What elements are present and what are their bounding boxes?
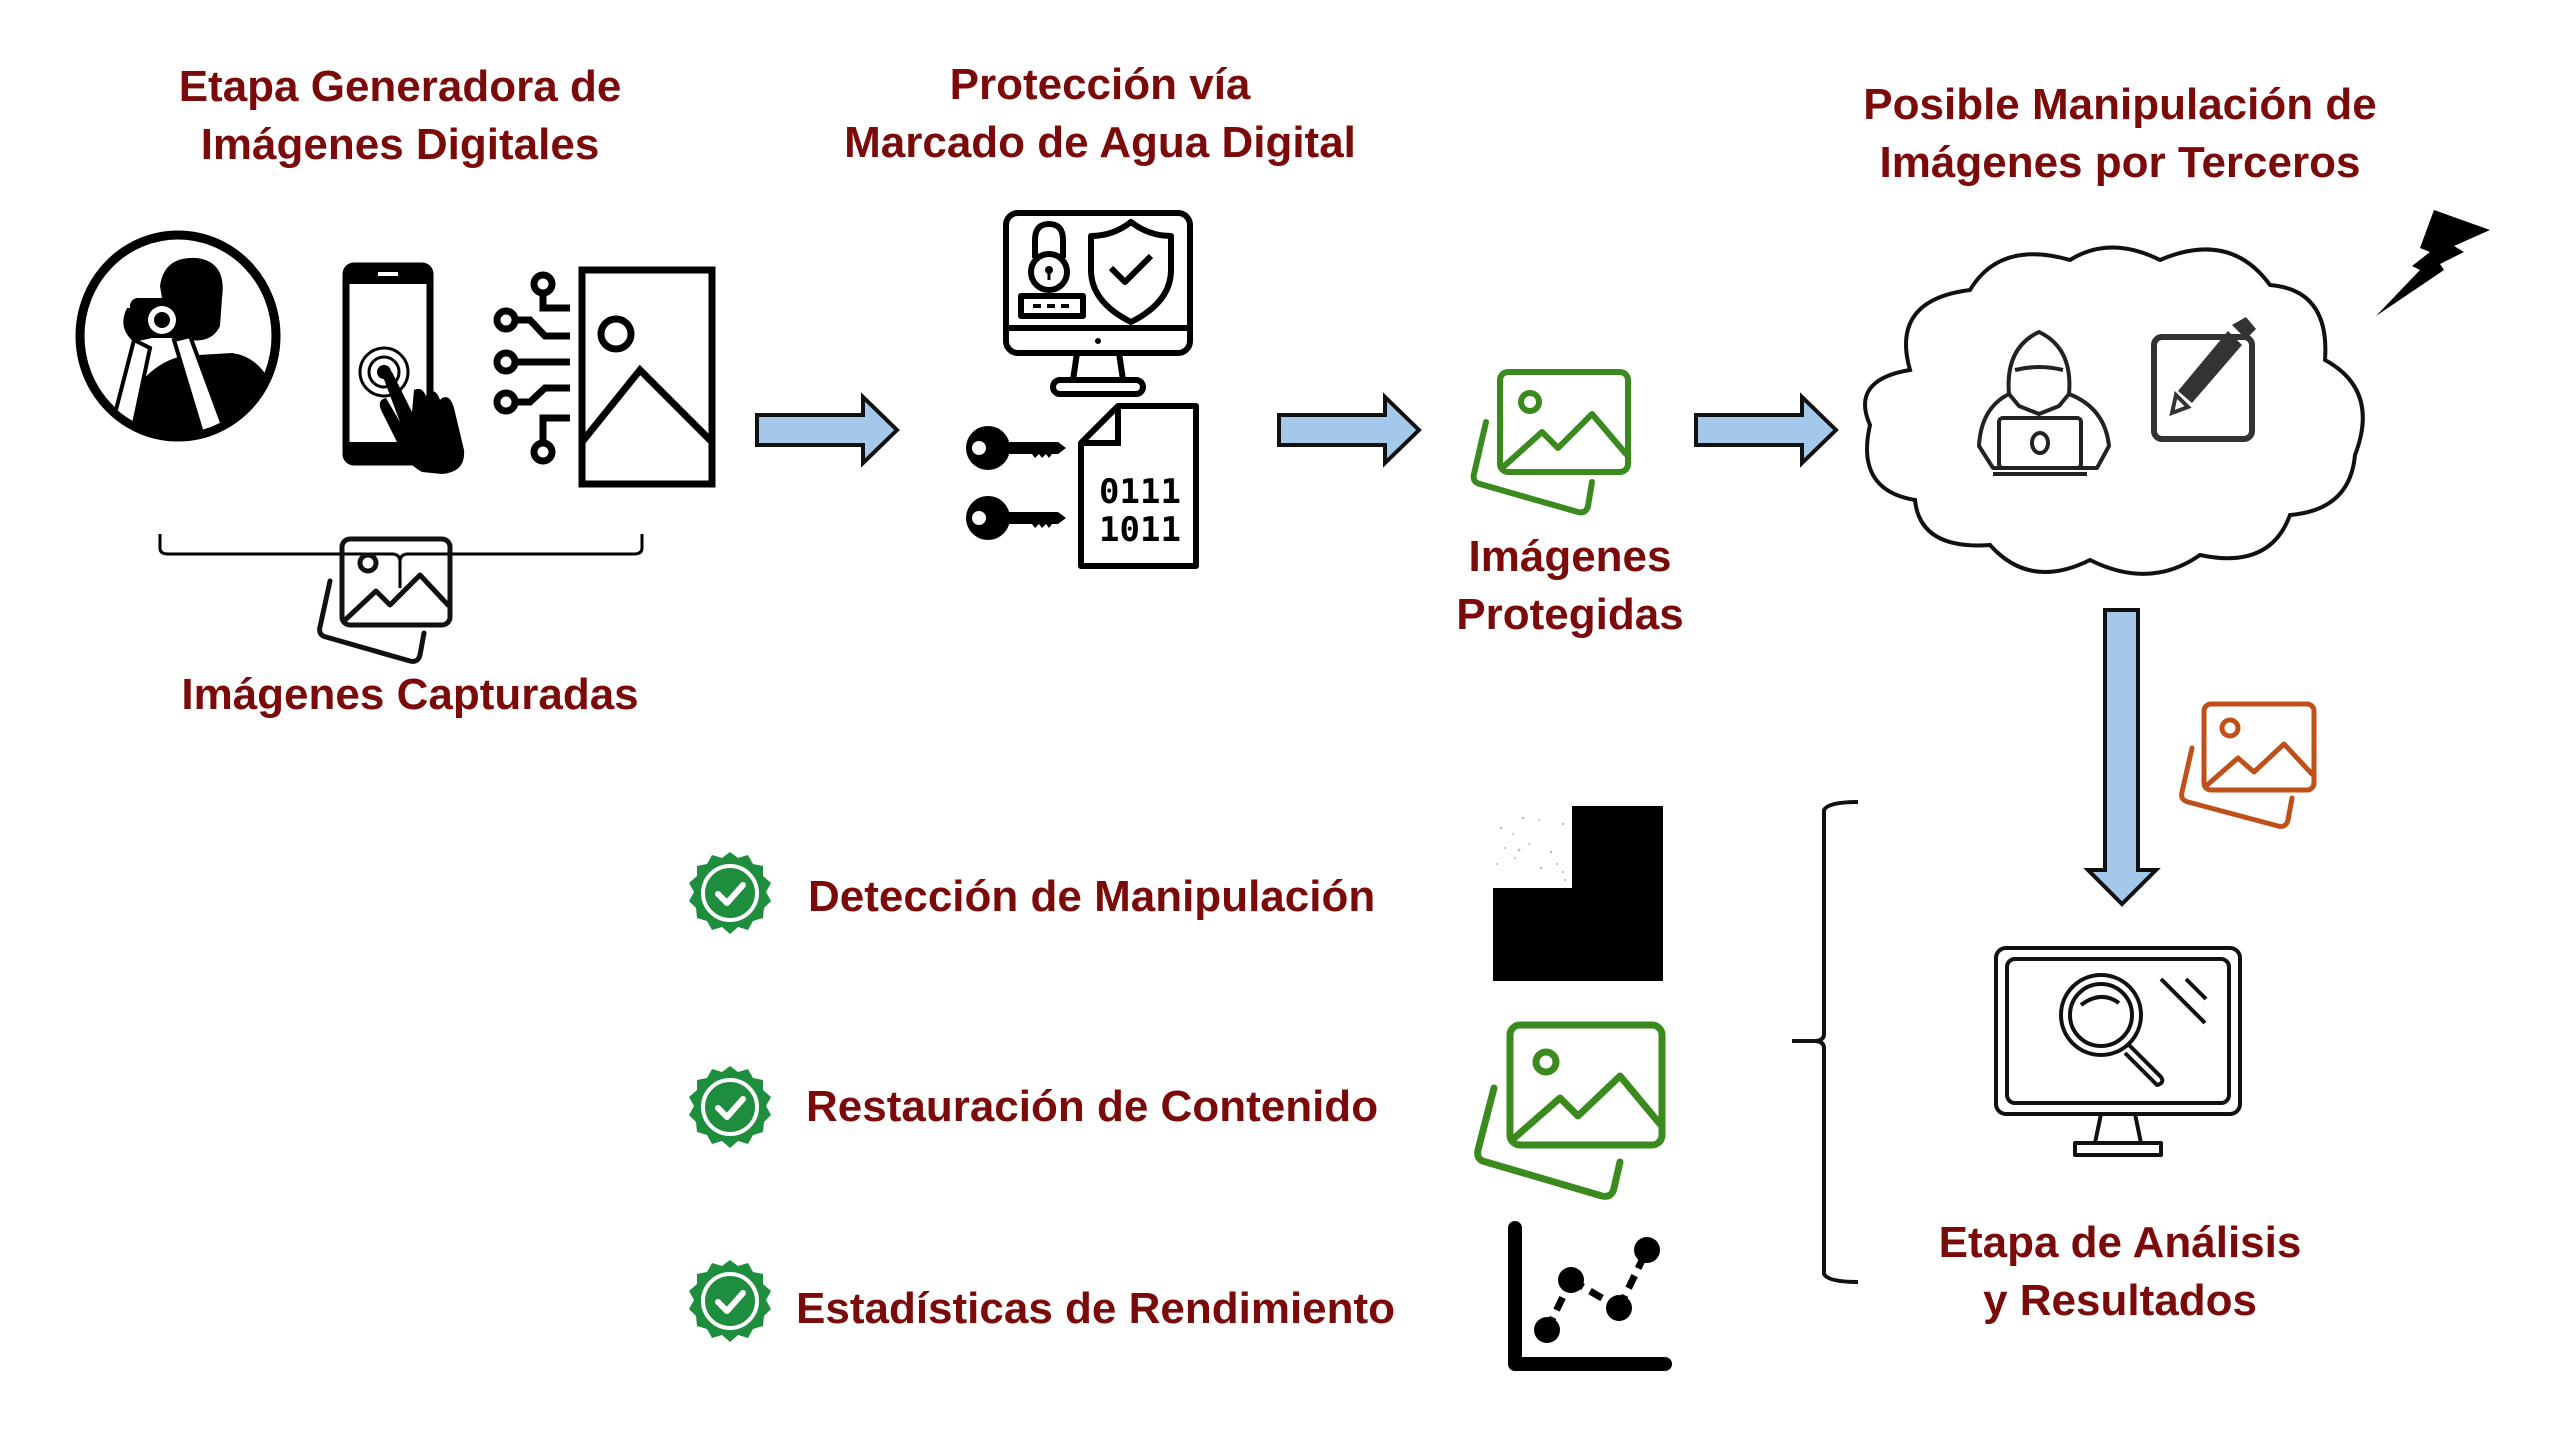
capture-bracket [158,534,644,588]
secure-monitor-icon [1003,210,1193,397]
analysis-title-line1: Etapa de Análisis [1938,1218,2302,1267]
results-brace [1792,800,1859,1284]
captured-images-icon [317,536,453,664]
protected-label-line1: Imágenes [1468,532,1672,581]
keys-icon [966,426,1066,540]
smartphone-touch-icon [342,262,465,474]
check-badge-icon [689,1260,771,1342]
performance-chart-icon [1508,1221,1672,1371]
photographer-icon [75,230,281,442]
hacker-icon [1977,330,2111,476]
generation-title-line2: Imágenes Digitales [200,120,600,169]
ai-image-icon [493,266,716,488]
analysis-stage-title: Etapa de Análisis y Resultados [1920,1214,2320,1330]
protection-title-line1: Protección vía [949,60,1251,109]
binary-line1: 0111 [1099,472,1181,512]
protection-stage-title: Protección vía Marcado de Agua Digital [800,56,1400,172]
manipulation-stage-title: Posible Manipulación de Imágenes por Ter… [1760,76,2480,192]
protected-images-icon [1470,369,1631,516]
analysis-monitor-icon [1994,946,2242,1157]
tamper-mask-icon [1493,806,1663,981]
arrow-down [2083,608,2161,907]
result-label-statistics: Estadísticas de Rendimiento [796,1284,1396,1333]
arrow-right-3 [1694,392,1839,468]
manipulation-title-line2: Imágenes por Terceros [1879,138,2361,187]
cloud-icon [1863,245,2365,576]
generation-title-line1: Etapa Generadora de [178,62,622,111]
check-badge-icon [689,852,771,934]
manipulated-image-icon [2179,701,2317,829]
result-label-detection: Detección de Manipulación [808,872,1376,921]
lightning-icon [2376,210,2490,316]
restored-image-icon [1474,1021,1666,1200]
arrow-right-1 [755,392,900,468]
result-label-restoration: Restauración de Contenido [806,1082,1379,1131]
generation-stage-title: Etapa Generadora de Imágenes Digitales [100,58,700,174]
protection-title-line2: Marcado de Agua Digital [844,118,1356,167]
binary-line2: 1011 [1099,510,1181,550]
edit-icon [2151,317,2256,442]
manipulation-title-line1: Posible Manipulación de [1863,80,2377,129]
protected-label-line2: Protegidas [1456,590,1684,639]
check-badge-icon [689,1066,771,1148]
protected-images-label: Imágenes Protegidas [1370,528,1770,644]
arrow-right-2 [1277,392,1422,468]
analysis-title-line2: y Resultados [1983,1276,2257,1325]
binary-document-icon: 0111 1011 [1078,403,1199,569]
captured-images-label: Imágenes Capturadas [181,670,639,719]
